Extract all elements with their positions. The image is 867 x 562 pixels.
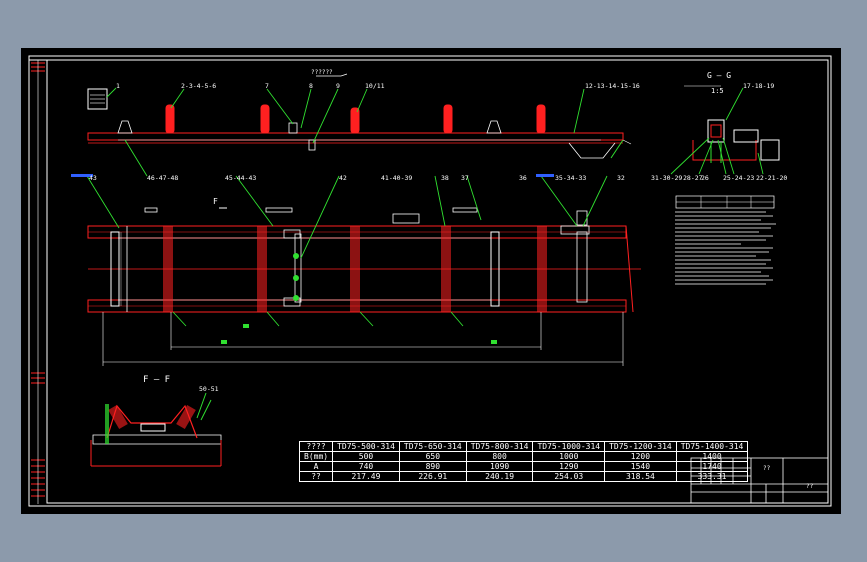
spec-table-cell: 500: [332, 451, 400, 462]
label-scale: 1:5: [711, 87, 724, 95]
label-item-1: 1: [116, 82, 120, 90]
spec-table-cell: TD75-650-314: [398, 441, 467, 452]
plan-view: [71, 174, 641, 366]
label-section-f-mark: F: [213, 197, 218, 206]
label-items-22-20: 22-21-20: [756, 174, 787, 182]
label-items-17-19: 17-18-19: [743, 82, 774, 90]
label-items-2-6: 2-3-4-5-6: [181, 82, 216, 90]
label-section-f: F — F: [143, 375, 170, 385]
spec-table-cell: A: [298, 461, 334, 472]
label-items-31-29: 31-30-29: [651, 174, 682, 182]
side-elevation: ??????: [87, 69, 632, 177]
label-item-10: 10/11: [365, 82, 385, 90]
label-item-43: 43: [89, 174, 97, 182]
spec-table-cell: 890: [398, 461, 467, 472]
outer-frame: [28, 55, 832, 507]
label-item-7: 7: [265, 82, 269, 90]
inner-frame: [46, 59, 829, 504]
spec-table-cell: 333.31: [675, 471, 749, 482]
label-items-28-27: 28-27: [683, 174, 703, 182]
spec-table-cell: 217.49: [332, 471, 400, 482]
spec-table-cell: 226.91: [398, 471, 467, 482]
drawing-sheet: ??????: [21, 48, 841, 514]
label-item-36: 36: [519, 174, 527, 182]
spec-table-cell: 650: [398, 451, 467, 462]
label-items-50-51: 50-51: [199, 385, 219, 393]
spec-table-cell: 1400: [675, 451, 749, 462]
label-item-38: 38: [441, 174, 449, 182]
technical-notes: [675, 195, 776, 285]
spec-table-cell: 240.19: [465, 471, 534, 482]
spec-table-cell: 1740: [675, 461, 749, 472]
label-section-g: G — G: [707, 71, 731, 80]
title-drawing-name: ??: [763, 465, 771, 472]
label-items-35-33: 35-34-33: [555, 174, 586, 182]
spec-table-cell: TD75-1200-314: [604, 441, 677, 452]
label-item-26: 26: [701, 174, 709, 182]
spec-table-cell: 740: [332, 461, 400, 472]
label-items-41-39: 41-40-39: [381, 174, 412, 182]
label-item-32: 32: [617, 174, 625, 182]
spec-table-cell: 1200: [604, 451, 677, 462]
arrow-note: ??????: [311, 69, 333, 76]
spec-table-cell: 318.54: [604, 471, 677, 482]
section-f-detail: [90, 392, 222, 467]
label-item-37: 37: [461, 174, 469, 182]
spec-table-cell: 800: [465, 451, 534, 462]
cad-drawing: ??????: [28, 55, 832, 507]
spec-table-cell: ??: [298, 471, 334, 482]
section-g-detail: [670, 85, 780, 175]
label-items-25-23: 25-24-23: [723, 174, 754, 182]
spec-table-cell: TD75-1000-314: [532, 441, 606, 452]
label-items-12-16: 12-13-14-15-16: [585, 82, 640, 90]
label-items-45-43: 45-44-43: [225, 174, 256, 182]
label-item-42: 42: [339, 174, 347, 182]
spec-table-cell: 1000: [532, 451, 606, 462]
spec-table-cell: TD75-1400-314: [675, 441, 749, 452]
spec-table-cell: TD75-800-314: [465, 441, 534, 452]
spec-table-cell: 254.03: [532, 471, 606, 482]
spec-table-cell: 1090: [465, 461, 534, 472]
spec-table-cell: TD75-500-314: [332, 441, 400, 452]
label-item-9: 9: [336, 82, 340, 90]
label-item-8: 8: [309, 82, 313, 90]
spec-table-cell: ????: [298, 441, 334, 452]
spec-table-cell: 1290: [532, 461, 606, 472]
title-drawing-number: ??: [806, 483, 814, 490]
label-items-46-48: 46-47-48: [147, 174, 178, 182]
spec-table-cell: 1540: [604, 461, 677, 472]
spec-table-cell: B(mm): [298, 451, 334, 462]
